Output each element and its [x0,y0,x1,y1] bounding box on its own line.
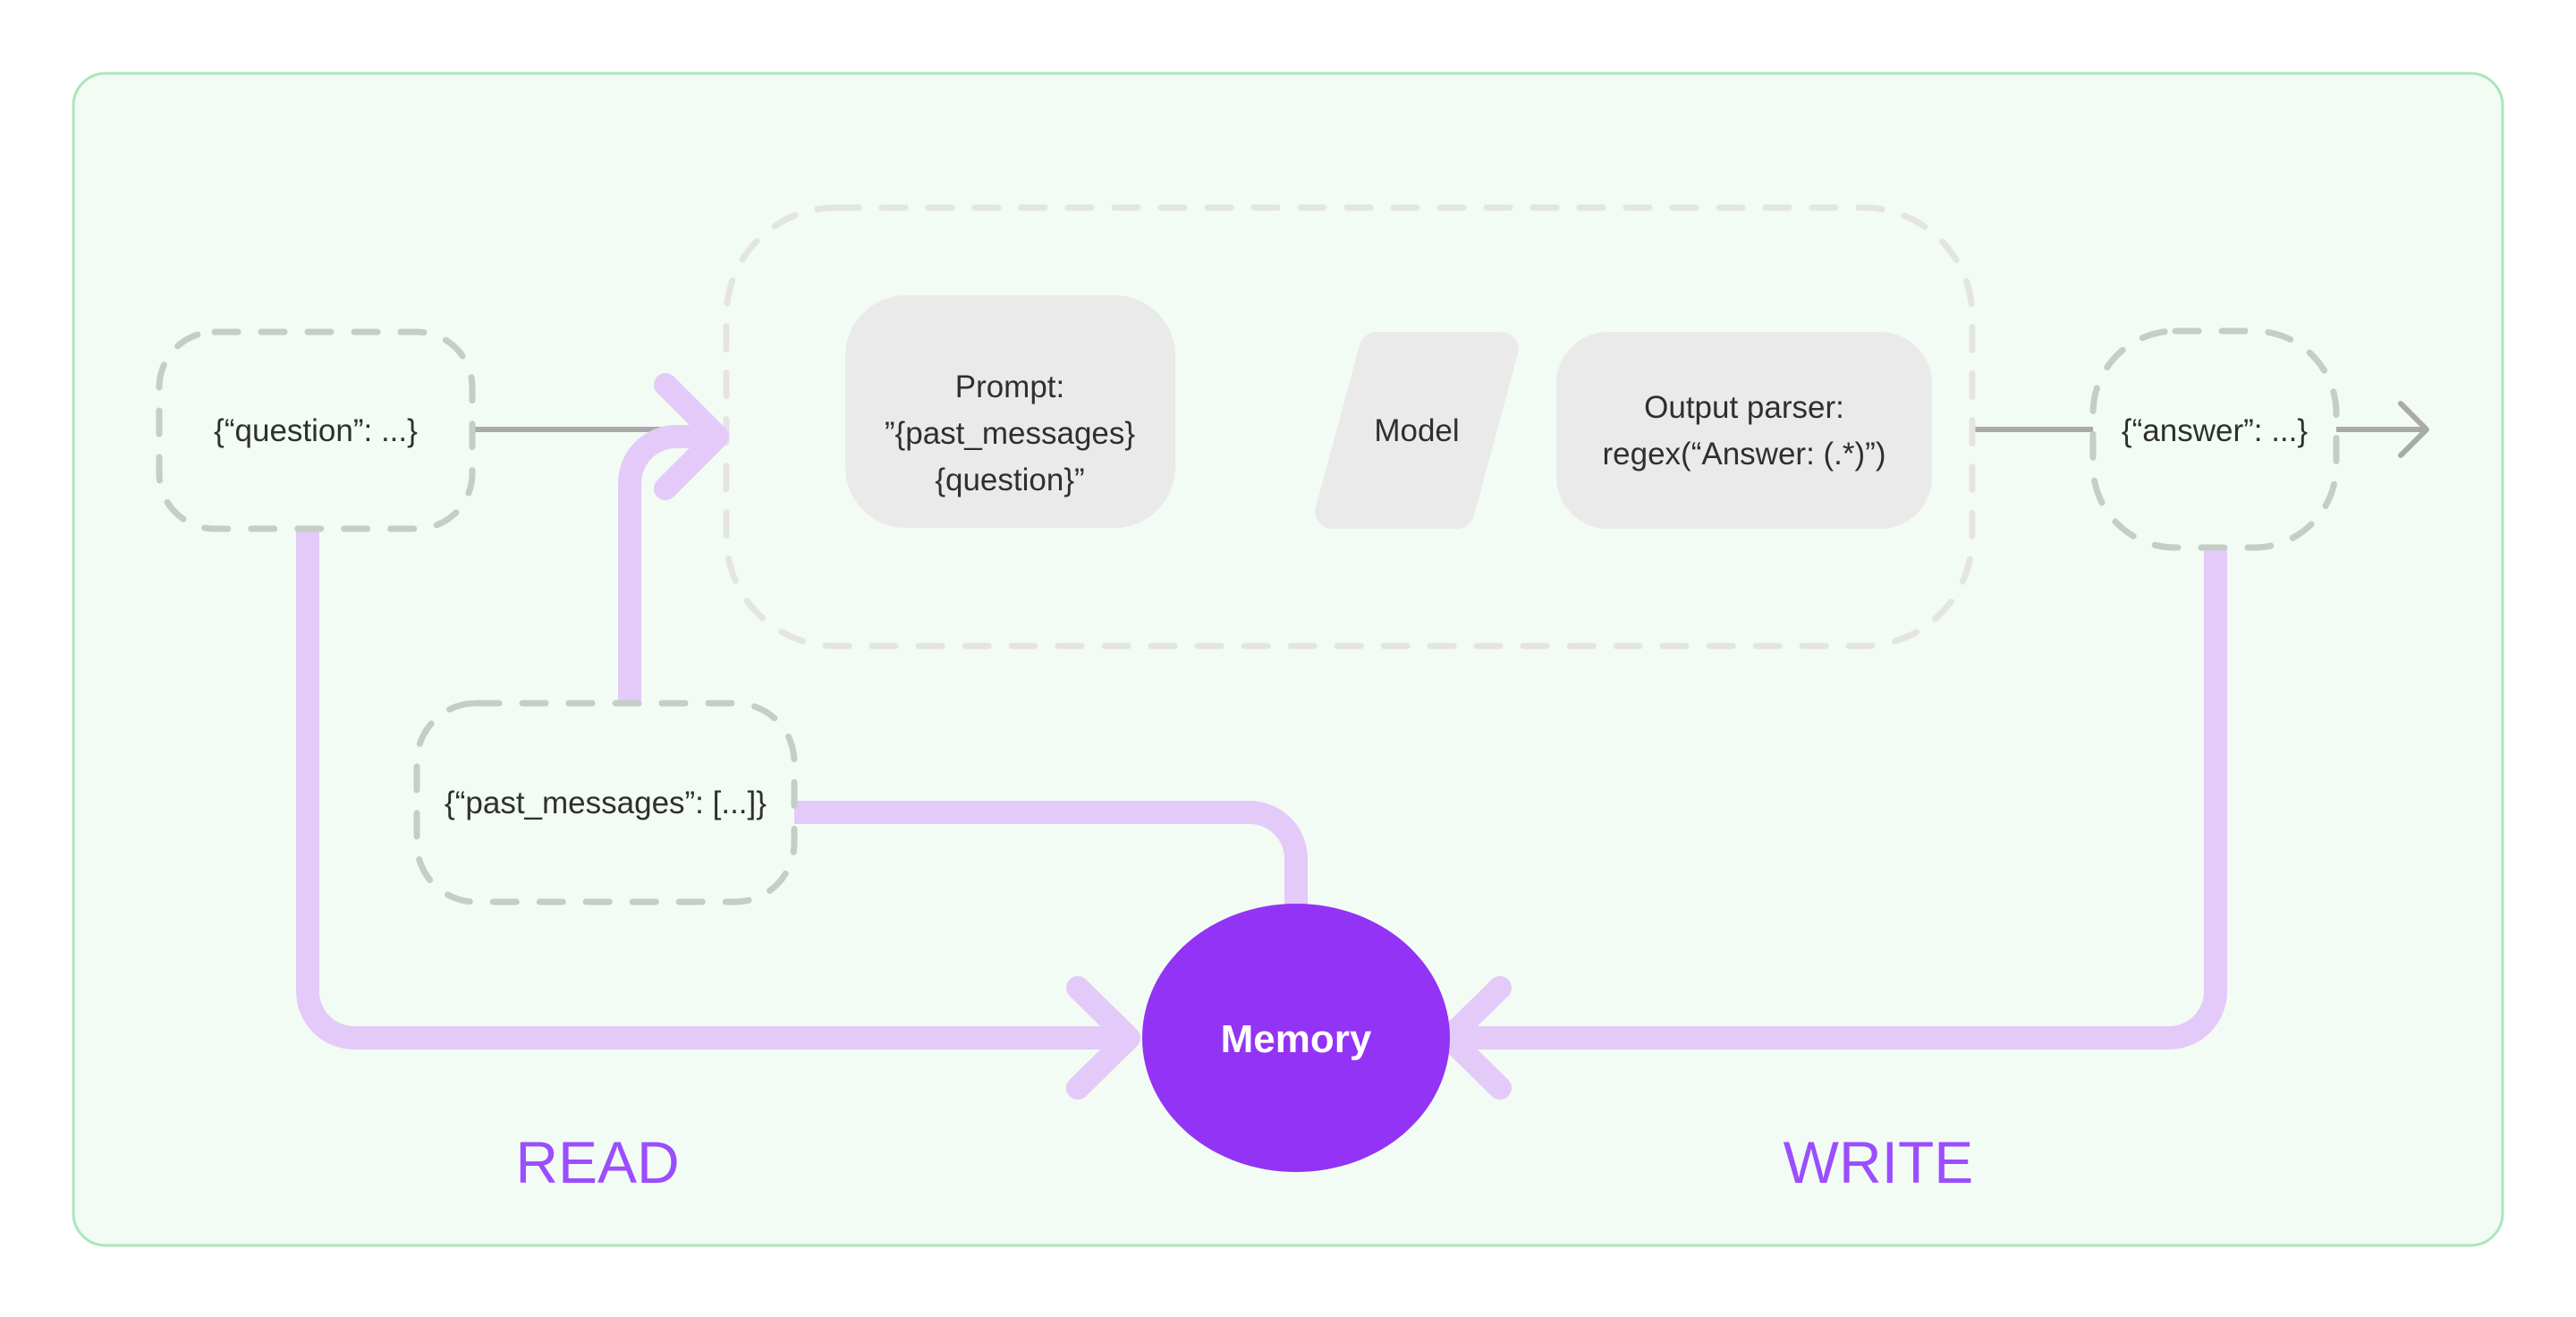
prompt-line-2: ”{past_messages} [885,416,1135,451]
chain-component-output-parser[interactable]: Output parser: regex(“Answer: (.*)”) [1556,332,1932,529]
flow-question-to-memory [296,510,1127,1049]
memory-label: Memory [1221,1017,1372,1061]
flow-past-messages-to-chain [618,425,716,707]
arrowhead-into-memory-left-icon [1066,976,1140,1100]
chain-component-prompt[interactable]: Prompt: ”{past_messages} {question}” [845,295,1175,528]
data-node-question[interactable]: {“question”: ...} [156,328,476,532]
chain-component-model[interactable]: Model [1315,331,1519,530]
output-parser-line-2: regex(“Answer: (.*)”) [1603,437,1886,472]
write-label: WRITE [1784,1129,1974,1195]
memory-shape [1142,904,1450,1172]
memory-node[interactable]: Memory [1142,904,1450,1172]
past-messages-node-label: {“past_messages”: [...]} [445,786,767,820]
arrowhead-into-chain-icon [654,373,729,500]
prompt-line-1: Prompt: [955,370,1065,404]
prompt-line-3: {question}” [935,463,1084,497]
flow-past-messages-to-memory [794,801,1308,914]
flow-answer-to-memory [1451,548,2227,1049]
model-label: Model [1374,413,1459,448]
memory-flow-paths [296,425,2227,1049]
exit-arrowhead-icon [2398,401,2429,458]
question-node-shape [156,328,476,532]
chain-container [723,204,1976,650]
data-node-past-messages[interactable]: {“past_messages”: [...]} [413,700,798,905]
model-shape [1315,331,1519,530]
question-node-label: {“question”: ...} [214,413,418,448]
prompt-shape [845,295,1175,528]
answer-node-label: {“answer”: ...} [2122,413,2308,448]
past-messages-node-shape [413,700,798,905]
read-label: READ [515,1129,679,1195]
data-node-answer[interactable]: {“answer”: ...} [2089,327,2340,551]
answer-node-shape [2089,327,2340,551]
output-parser-shape [1556,332,1932,529]
output-parser-line-1: Output parser: [1644,390,1844,425]
